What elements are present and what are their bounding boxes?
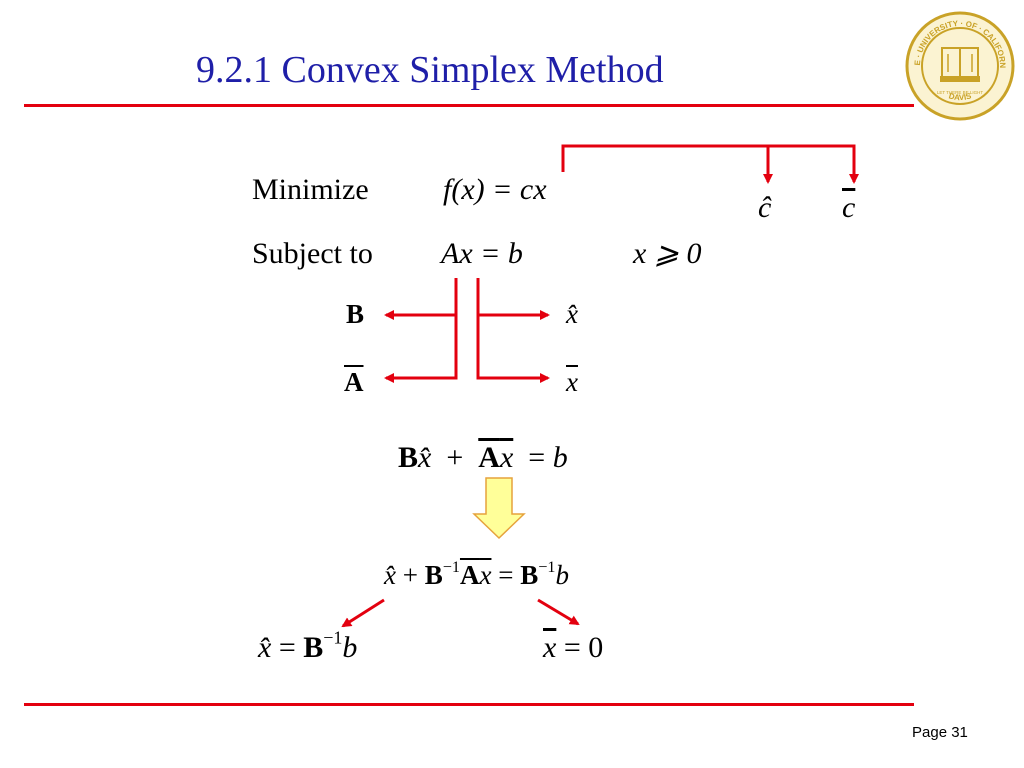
c-bar-label: c (842, 191, 856, 224)
objective-function: f(x) = cx (443, 173, 547, 206)
partitioned-equation: Bx̂ + Ax = b (398, 441, 568, 474)
minimize-label: Minimize (252, 173, 369, 206)
seal-bottom-text: DAVIS (948, 91, 973, 102)
variable-split-arrows (476, 278, 550, 383)
result-arrows (341, 598, 580, 628)
nonbasic-variables-label: x (566, 367, 578, 397)
c-hat-label: ĉ (758, 191, 772, 224)
page-number: Page 31 (912, 724, 968, 741)
footer-rule (24, 703, 914, 706)
basic-solution: x̂ = B−1b (258, 627, 358, 665)
matrix-split-arrows (384, 278, 458, 383)
svg-text:DAVIS: DAVIS (948, 91, 973, 102)
nonbasis-matrix-label: A (344, 367, 364, 397)
x-hat-term: x̂ (418, 441, 432, 474)
slide-title: 9.2.1 Convex Simplex Method (196, 49, 664, 91)
subject-to-label: Subject to (252, 237, 373, 270)
transformed-equation: x̂ + B−1Ax = B−1b (384, 557, 569, 590)
down-arrow-icon (472, 477, 526, 540)
cost-split-bracket (561, 144, 859, 184)
equality-constraint: Ax = b (441, 237, 523, 270)
title-rule (24, 104, 914, 107)
nonnegativity-constraint: x ⩾ 0 (633, 237, 702, 270)
seal-motto: LET THERE BE LIGHT (937, 90, 984, 95)
basis-matrix-label: B (346, 299, 365, 329)
uc-davis-seal-icon: THE · UNIVERSITY · OF · CALIFORNIA DAVIS… (904, 10, 1015, 121)
basic-variables-label: x̂ (566, 299, 578, 329)
nonbasic-solution: x = 0 (543, 631, 604, 664)
